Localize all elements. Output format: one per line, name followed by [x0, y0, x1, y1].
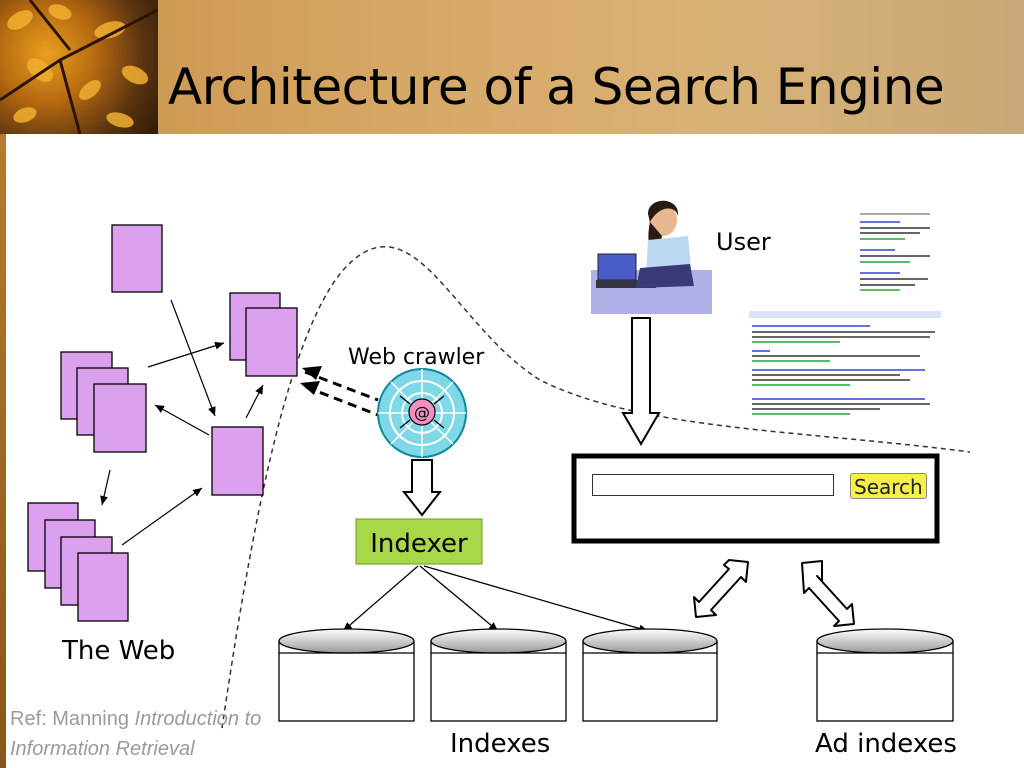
indexer-label: Indexer	[370, 529, 468, 559]
sponsored-links-thumbnail	[856, 204, 936, 296]
user-label: User	[716, 228, 771, 256]
web-crawler-label: Web crawler	[348, 345, 485, 370]
index-cylinder	[582, 628, 718, 722]
crawler-to-indexer-arrow	[401, 459, 443, 517]
indexes-label: Indexes	[450, 729, 550, 759]
crawler-arrowhead	[300, 381, 320, 395]
search-results-thumbnail	[749, 310, 941, 424]
crawler-arrowhead	[302, 366, 322, 380]
the-web-label: The Web	[61, 636, 175, 666]
index-cylinder	[278, 628, 415, 722]
reference-book-line2: Information Retrieval	[10, 738, 195, 760]
search-to-ad-indexes-double-arrow	[801, 560, 855, 627]
left-edge-strip	[0, 134, 6, 768]
web-page	[93, 383, 147, 453]
indexer-to-index-arrows	[342, 565, 649, 633]
web-page	[111, 224, 163, 293]
user-to-search-arrow	[621, 317, 661, 446]
slide-title: Architecture of a Search Engine	[168, 58, 945, 116]
title-band	[0, 0, 1024, 134]
search-button[interactable]: Search	[850, 473, 927, 499]
web-page	[245, 307, 298, 377]
web-pages	[27, 224, 298, 622]
svg-text:@: @	[414, 403, 430, 422]
ad-indexes-label: Ad indexes	[815, 729, 957, 759]
web-page	[77, 552, 129, 622]
index-databases	[278, 628, 954, 722]
indexer-box	[355, 518, 483, 565]
index-cylinder	[430, 628, 567, 722]
search-input[interactable]	[592, 474, 834, 496]
crawler-fetch-arrow	[304, 370, 379, 417]
reference-prefix: Ref: Manning	[10, 708, 135, 730]
web-link-arrows	[100, 299, 264, 546]
search-to-indexes-double-arrow	[693, 559, 749, 618]
web-page	[211, 426, 264, 496]
reference-book-line1: Introduction to	[134, 708, 262, 730]
autumn-leaves-photo	[0, 0, 158, 134]
spider-web-icon: @	[377, 368, 467, 458]
reference-citation: Ref: Manning Introduction to Information…	[10, 704, 261, 764]
ad-index-cylinder	[816, 628, 954, 722]
user-illustration	[591, 200, 712, 314]
